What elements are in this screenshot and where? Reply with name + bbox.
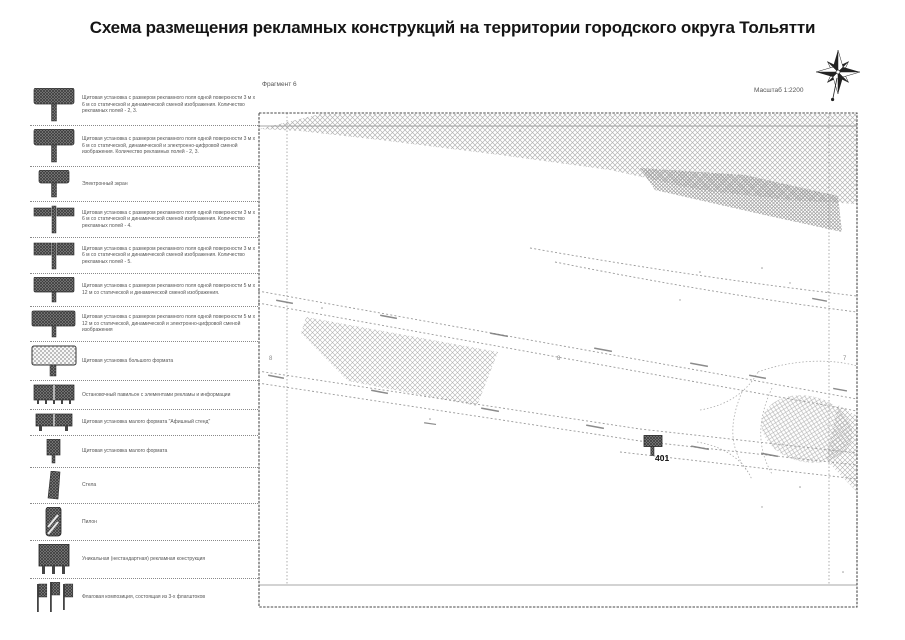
poster-stand-icon: [30, 413, 78, 432]
legend-item-label: Щитовая установка большого формата: [82, 357, 174, 364]
billboard-small-format-icon: [30, 439, 78, 464]
bus-shelter-icon: [30, 384, 78, 406]
legend-item: Щитовая установка с размером рекламного …: [30, 274, 258, 307]
road-lines: [258, 247, 858, 480]
interchange-ramps: [696, 360, 858, 481]
legend-item-label: Щитовая установка с размером рекламного …: [82, 245, 256, 265]
legend-item: Щитовая установка с размером рекламного …: [30, 126, 258, 167]
marker-label: 401: [655, 453, 669, 463]
hatch-roundabout: [761, 395, 857, 492]
scale-label: Масштаб 1:2200: [754, 87, 804, 94]
fragment-label: Фрагмент 6: [262, 81, 297, 88]
legend-item: Щитовая установка с размером рекламного …: [30, 85, 258, 126]
legend-item: Пилон: [30, 504, 258, 541]
legend-item-label: Щитовая установка с размером рекламного …: [82, 283, 256, 296]
grid-label-right: 7: [843, 356, 847, 362]
legend-item: Щитовая установка с размером рекламного …: [30, 202, 258, 238]
stela-icon: [30, 471, 78, 500]
legend-item: Щитовая установка большого формата: [30, 342, 258, 381]
legend-item-label: Флаговая композиция, состоящая из 3-х фл…: [82, 594, 206, 601]
billboard-5x12-digital-icon: [30, 310, 78, 338]
map-canvas: 8 8 7 401: [258, 112, 858, 608]
street-label-marks: [268, 297, 848, 458]
billboard-3x6-4-fields-icon: [30, 205, 78, 234]
legend-item-label: Электронный экран: [82, 180, 128, 187]
sheet-grid: [286, 113, 830, 585]
legend-item: Уникальная (нестандартная) рекламная кон…: [30, 541, 258, 579]
grid-label-center: 8: [557, 356, 561, 362]
legend-item: Стела: [30, 468, 258, 504]
pylon-icon: [30, 507, 78, 537]
legend-item: Щитовая установка с размером рекламного …: [30, 238, 258, 274]
legend-item-label: Щитовая установка малого формата "Афишны…: [82, 419, 211, 426]
map-frame: [258, 112, 858, 608]
page-title: Схема размещения рекламных конструкций н…: [89, 18, 816, 37]
legend-item: Остановочный павильон с элементами рекла…: [30, 381, 258, 410]
billboard-marker-401: 401: [643, 435, 669, 463]
legend-item-label: Щитовая установка с размером рекламного …: [82, 95, 256, 115]
legend-item-label: Щитовая установка малого формата: [82, 448, 168, 455]
unique-construction-icon: [30, 544, 78, 575]
legend-item: Электронный экран: [30, 167, 258, 202]
legend-item: Щитовая установка малого формата "Афишны…: [30, 410, 258, 436]
billboard-5x12-icon: [30, 277, 78, 303]
map-area: Фрагмент 6 Масштаб 1:2200: [258, 48, 870, 614]
legend-item-label: Щитовая установка с размером рекламного …: [82, 314, 256, 334]
legend-item: Щитовая установка малого формата: [30, 436, 258, 468]
legend-item-label: Пилон: [82, 518, 97, 525]
legend-item: Щитовая установка с размером рекламного …: [30, 307, 258, 342]
legend-item-label: Остановочный павильон с элементами рекла…: [82, 391, 231, 398]
billboard-3x6-digital-icon: [30, 129, 78, 163]
map-specks: [321, 130, 844, 573]
legend: Щитовая установка с размером рекламного …: [30, 85, 258, 616]
flag-composition-icon: [30, 582, 78, 613]
legend-item-label: Щитовая установка с размером рекламного …: [82, 209, 256, 229]
billboard-3x6-icon: [30, 88, 78, 122]
billboard-large-format-icon: [30, 345, 78, 377]
hatch-median-island: [301, 317, 498, 406]
legend-item-label: Щитовая установка с размером рекламного …: [82, 136, 256, 156]
hatch-band-dense: [640, 168, 842, 232]
grid-label-left: 8: [269, 356, 273, 362]
billboard-3x6-5-fields-icon: [30, 241, 78, 270]
electronic-screen-icon: [30, 170, 78, 198]
legend-item: Флаговая композиция, состоящая из 3-х фл…: [30, 579, 258, 616]
compass-rose-icon: [815, 49, 861, 102]
legend-item-label: Стела: [82, 482, 97, 489]
legend-item-label: Уникальная (нестандартная) рекламная кон…: [82, 556, 206, 563]
